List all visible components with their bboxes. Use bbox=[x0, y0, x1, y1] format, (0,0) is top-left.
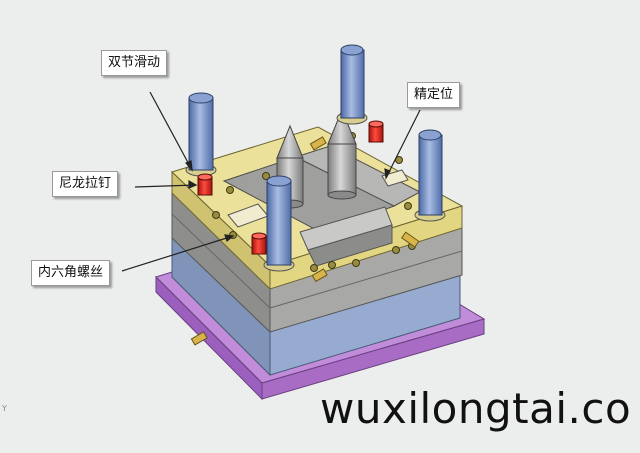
leader-lines bbox=[121, 91, 421, 272]
nylon-pin-2 bbox=[251, 232, 267, 255]
brass-screws bbox=[190, 136, 420, 346]
cavity-insert bbox=[222, 145, 422, 267]
callout-nylon-pin: 尼龙拉钉 bbox=[52, 171, 119, 197]
nylon-pin-3 bbox=[368, 120, 384, 143]
guide-pillar-front-left bbox=[263, 175, 295, 272]
watermark-text: wuxilongtai.co bbox=[320, 384, 632, 433]
callout-locating: 精定位 bbox=[407, 82, 461, 108]
guide-pillar-back-right bbox=[336, 44, 368, 125]
axis-indicator: Y bbox=[2, 404, 7, 413]
callout-hex-screw: 内六角螺丝 bbox=[31, 260, 111, 286]
guide-pillar-front-right bbox=[414, 129, 446, 222]
nylon-pin-1 bbox=[197, 173, 213, 196]
guide-pillar-back-left bbox=[185, 92, 217, 177]
callout-double-slide: 双节滑动 bbox=[101, 50, 168, 76]
cone-right bbox=[327, 108, 357, 200]
